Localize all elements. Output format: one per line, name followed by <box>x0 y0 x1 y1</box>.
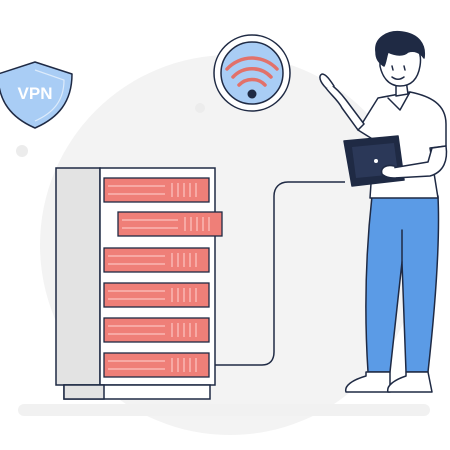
right-shoe <box>386 371 433 393</box>
server-rack <box>55 167 223 400</box>
pants <box>365 195 440 373</box>
wifi-dot <box>247 89 257 99</box>
wifi-badge <box>213 34 291 112</box>
left-shoe <box>344 371 391 393</box>
person <box>319 30 448 393</box>
pointing-hand <box>319 73 335 89</box>
hair <box>375 30 426 67</box>
floor-shadow <box>18 404 430 416</box>
server-module <box>103 352 210 378</box>
network-cable <box>206 181 345 366</box>
wifi-icon <box>225 56 279 87</box>
server-module <box>103 317 210 343</box>
server-module <box>103 177 210 203</box>
decor-dot <box>195 103 205 113</box>
server-module <box>103 247 210 273</box>
decor-dot <box>16 145 28 157</box>
server-module <box>103 282 210 308</box>
server-module <box>117 211 223 237</box>
vpn-shield-icon: VPN <box>0 61 73 129</box>
holding-arm <box>391 145 448 179</box>
vpn-label: VPN <box>18 84 53 103</box>
holding-hand <box>380 164 397 179</box>
